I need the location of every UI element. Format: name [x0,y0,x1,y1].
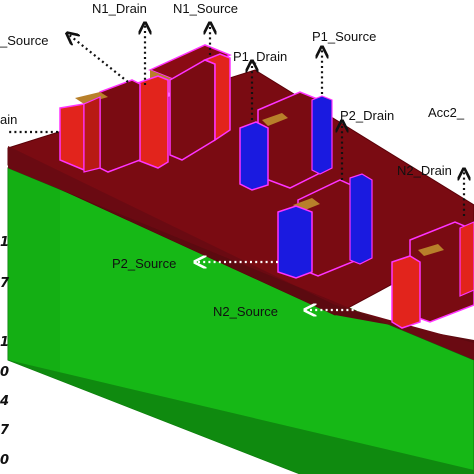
label-n2-drain: N2_Drain [397,163,452,178]
axis-tick: 0 [0,453,9,468]
substrate-bottom [8,360,474,474]
p1-gate-gold [262,113,288,126]
label-acc2: Acc2_ [428,105,465,120]
p2-drain-blue [349,173,373,265]
axis-tick: 0 [0,365,9,380]
axis-tick: 1 [0,235,9,250]
n1-left-gold [75,92,108,104]
axis-tick: 1 [0,335,9,350]
substrate-side-shade [8,168,60,380]
p2-transistor [277,173,373,279]
axis-tick: 7 [0,276,10,291]
p1-source-blue [311,95,333,175]
label-p2-source: P2_Source [112,256,176,271]
n2-drain-red [459,221,474,297]
label-n1-drain: N1_Drain [92,1,147,16]
p2-source-blue [277,205,313,279]
annotation-arrows [6,24,464,310]
label-p1-drain: P1_Drain [233,49,287,64]
n2-transistor [391,221,474,329]
label-n1-source: N1_Source [173,1,238,16]
n1-source-red [202,53,231,142]
substrate [7,167,474,474]
label-n-source-left: _Source [0,33,48,48]
p1-drain-blue [239,121,269,191]
n2-gate-gold [418,244,444,256]
oxide-front-edge [8,146,474,360]
label-drain-left: ain [0,112,17,127]
n2-source-red [391,255,421,329]
axis-tick: 4 [0,394,9,409]
axis-tick: 7 [0,423,10,438]
label-n2-source: N2_Source [213,304,278,319]
left-axis-ticks: 1 7 1 0 4 7 0 [0,235,10,468]
n1-left-drain-red [59,103,85,172]
labels: N1_Drain N1_Source _Source ain P1_Drain … [0,1,465,319]
n1-left-drain-side [83,96,101,173]
n1-transistor [59,44,232,173]
label-p1-source: P1_Source [312,29,376,44]
label-p2-drain: P2_Drain [340,108,394,123]
n1-left-block [99,79,141,173]
arrow-left-source [68,34,129,83]
p1-transistor [239,91,333,191]
